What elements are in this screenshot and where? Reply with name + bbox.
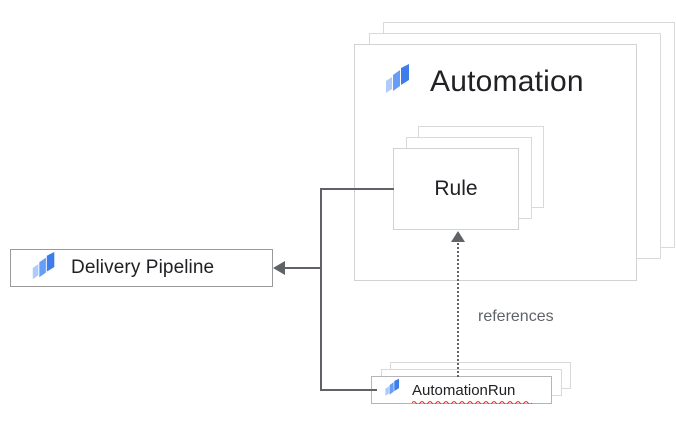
delivery-pipeline-icon (29, 251, 59, 286)
automation-title-row: Automation (382, 63, 584, 100)
connector-automation-run-branch (320, 389, 377, 391)
connector-vertical-trunk (320, 188, 322, 391)
connector-rule-branch (320, 188, 394, 190)
connector-references-dotted (457, 240, 459, 377)
spellcheck-squiggle-icon (412, 400, 532, 404)
automation-run-node[interactable]: AutomationRun (371, 376, 552, 404)
rule-card[interactable]: Rule (393, 148, 519, 230)
automation-icon (382, 63, 414, 100)
references-edge-label: references (478, 308, 554, 325)
automation-run-label-wrap: AutomationRun (412, 381, 532, 404)
delivery-pipeline-label: Delivery Pipeline (71, 257, 215, 278)
connector-delivery-pipeline-branch (281, 267, 321, 269)
rule-label: Rule (434, 177, 478, 200)
arrow-up-icon (451, 231, 465, 242)
automation-label: Automation (430, 64, 584, 98)
automation-run-label: AutomationRun (412, 381, 516, 399)
arrow-left-icon (273, 261, 285, 275)
delivery-pipeline-node[interactable]: Delivery Pipeline (10, 249, 273, 287)
automation-run-icon (383, 378, 402, 402)
